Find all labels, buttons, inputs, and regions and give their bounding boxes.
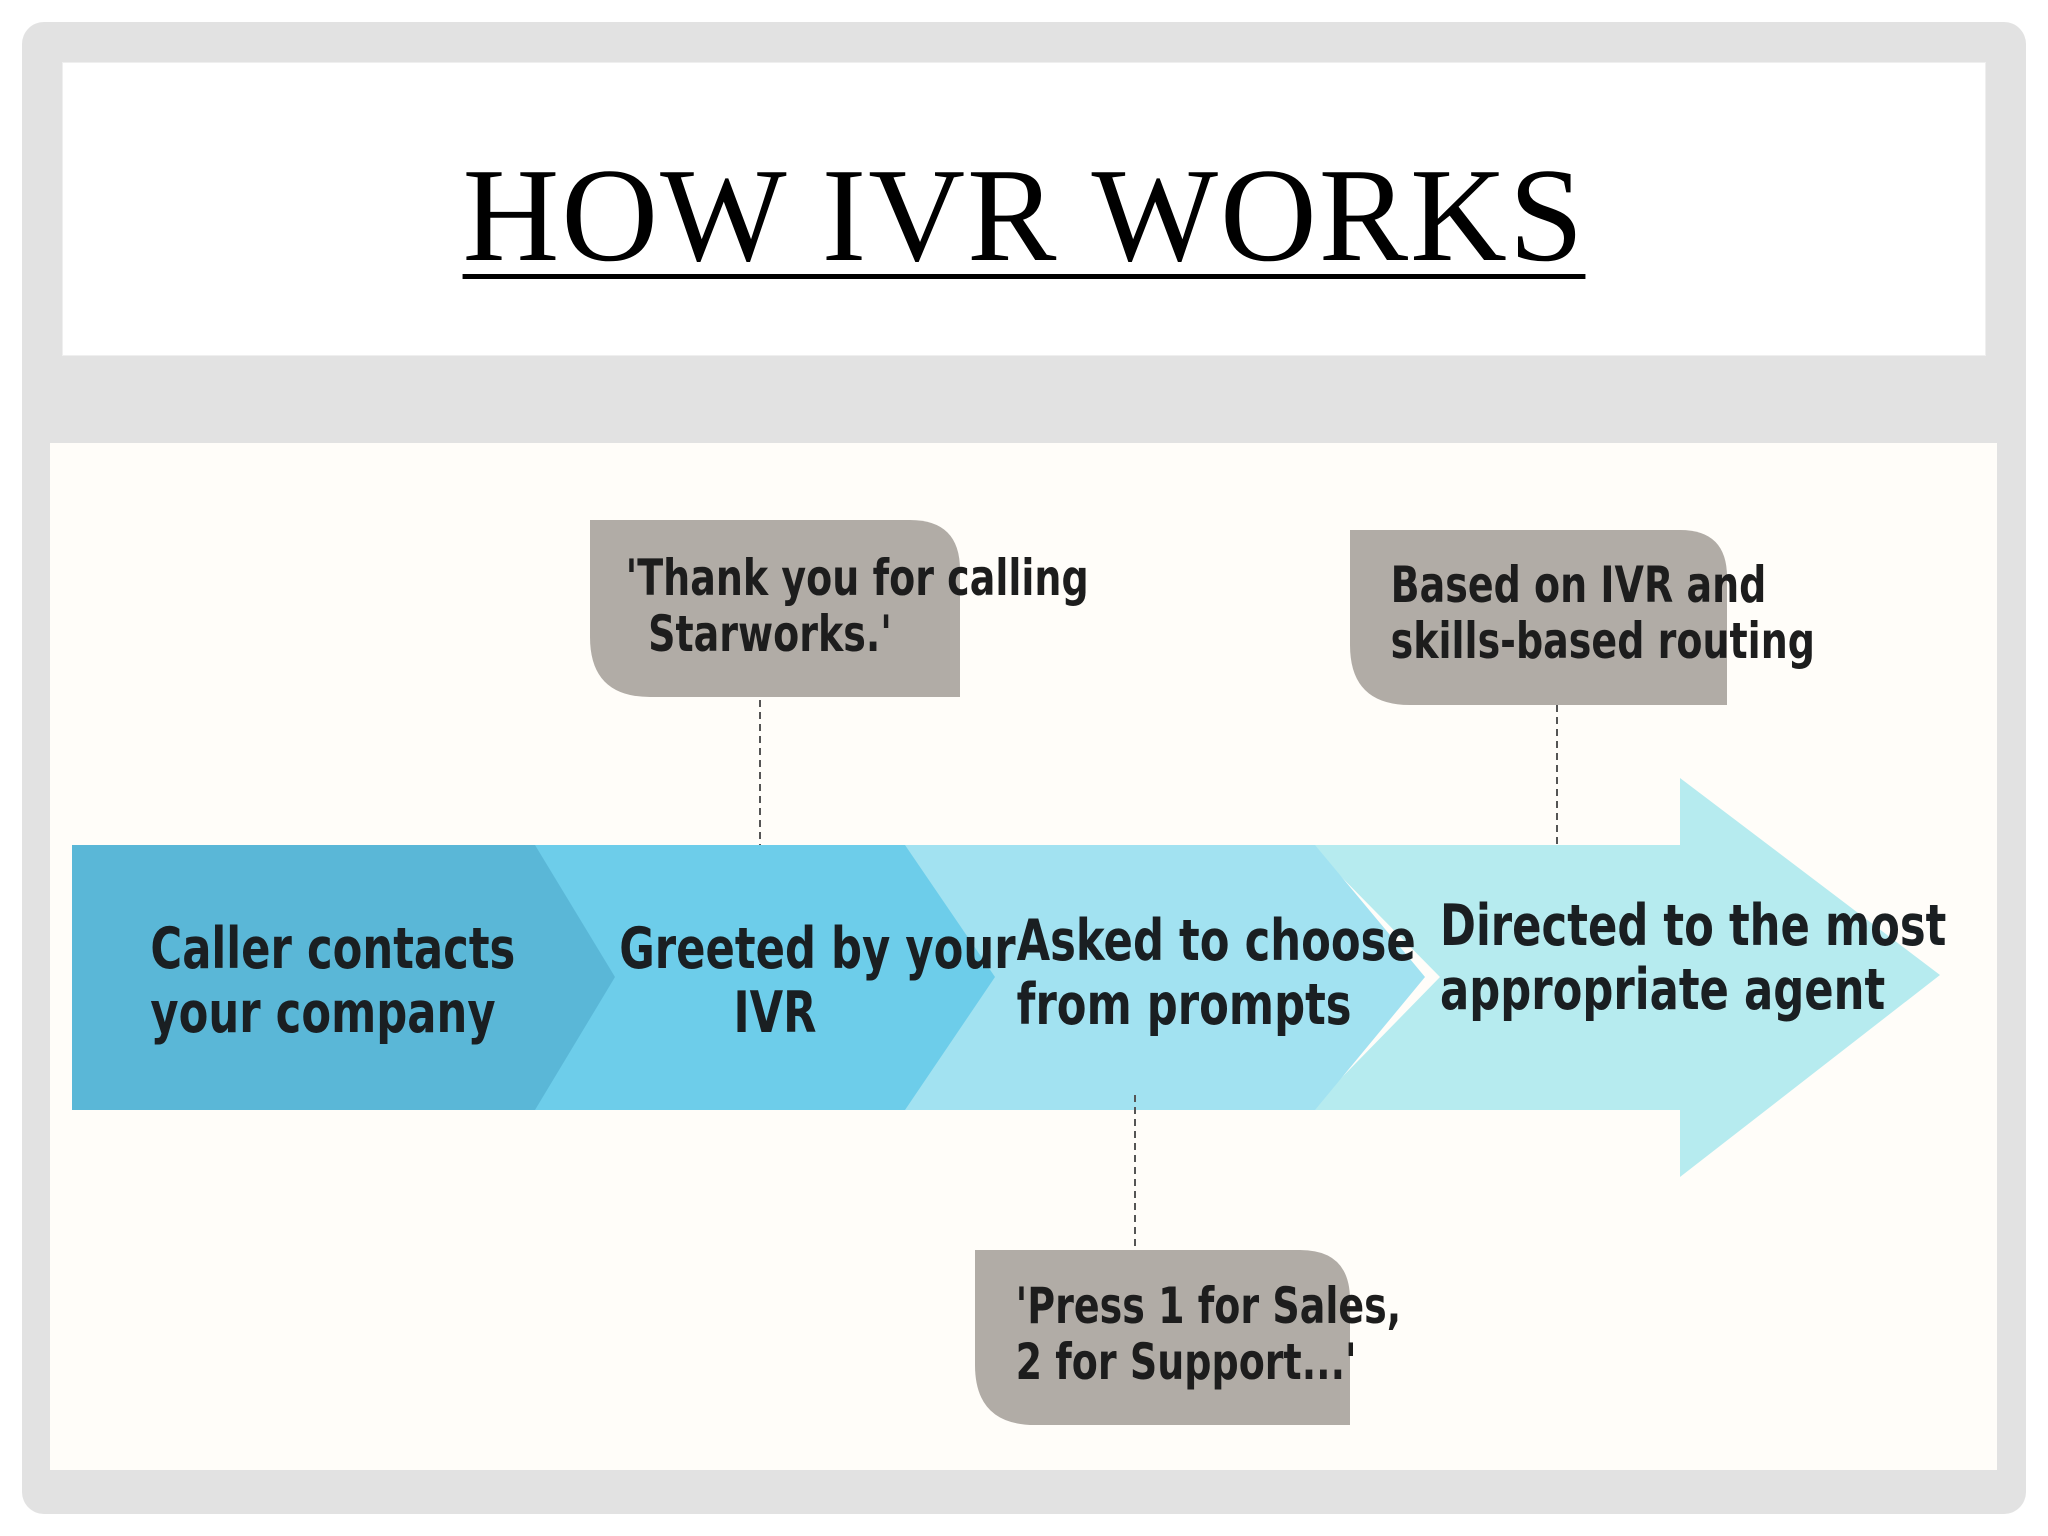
callout-greeting-bubble [590, 520, 960, 697]
callout-routing-bubble [1350, 530, 1727, 705]
callout-greeting-text: 'Thank you for calling Starworks.' [625, 549, 1089, 663]
title-box [63, 63, 1985, 355]
step-2-chevron [530, 845, 995, 1110]
step-3-label: Asked to choose from prompts [1016, 908, 1416, 1038]
step-4-label: Directed to the most appropriate agent [1440, 893, 1947, 1023]
step-3-chevron [900, 845, 1425, 1110]
step-1-block [72, 845, 615, 1110]
step-2-label: Greeted by your IVR [619, 916, 1016, 1046]
step-1-label: Caller contacts your company [150, 916, 516, 1046]
step-4-arrow [1310, 778, 1940, 1177]
callout-routing-text: Based on IVR and skills-based routing [1390, 556, 1815, 670]
callout-prompts-bubble [975, 1250, 1350, 1425]
slide-title: HOW IVR WORKS [462, 141, 1586, 289]
callout-prompts-text: 'Press 1 for Sales, 2 for Support...' [1015, 1277, 1402, 1391]
